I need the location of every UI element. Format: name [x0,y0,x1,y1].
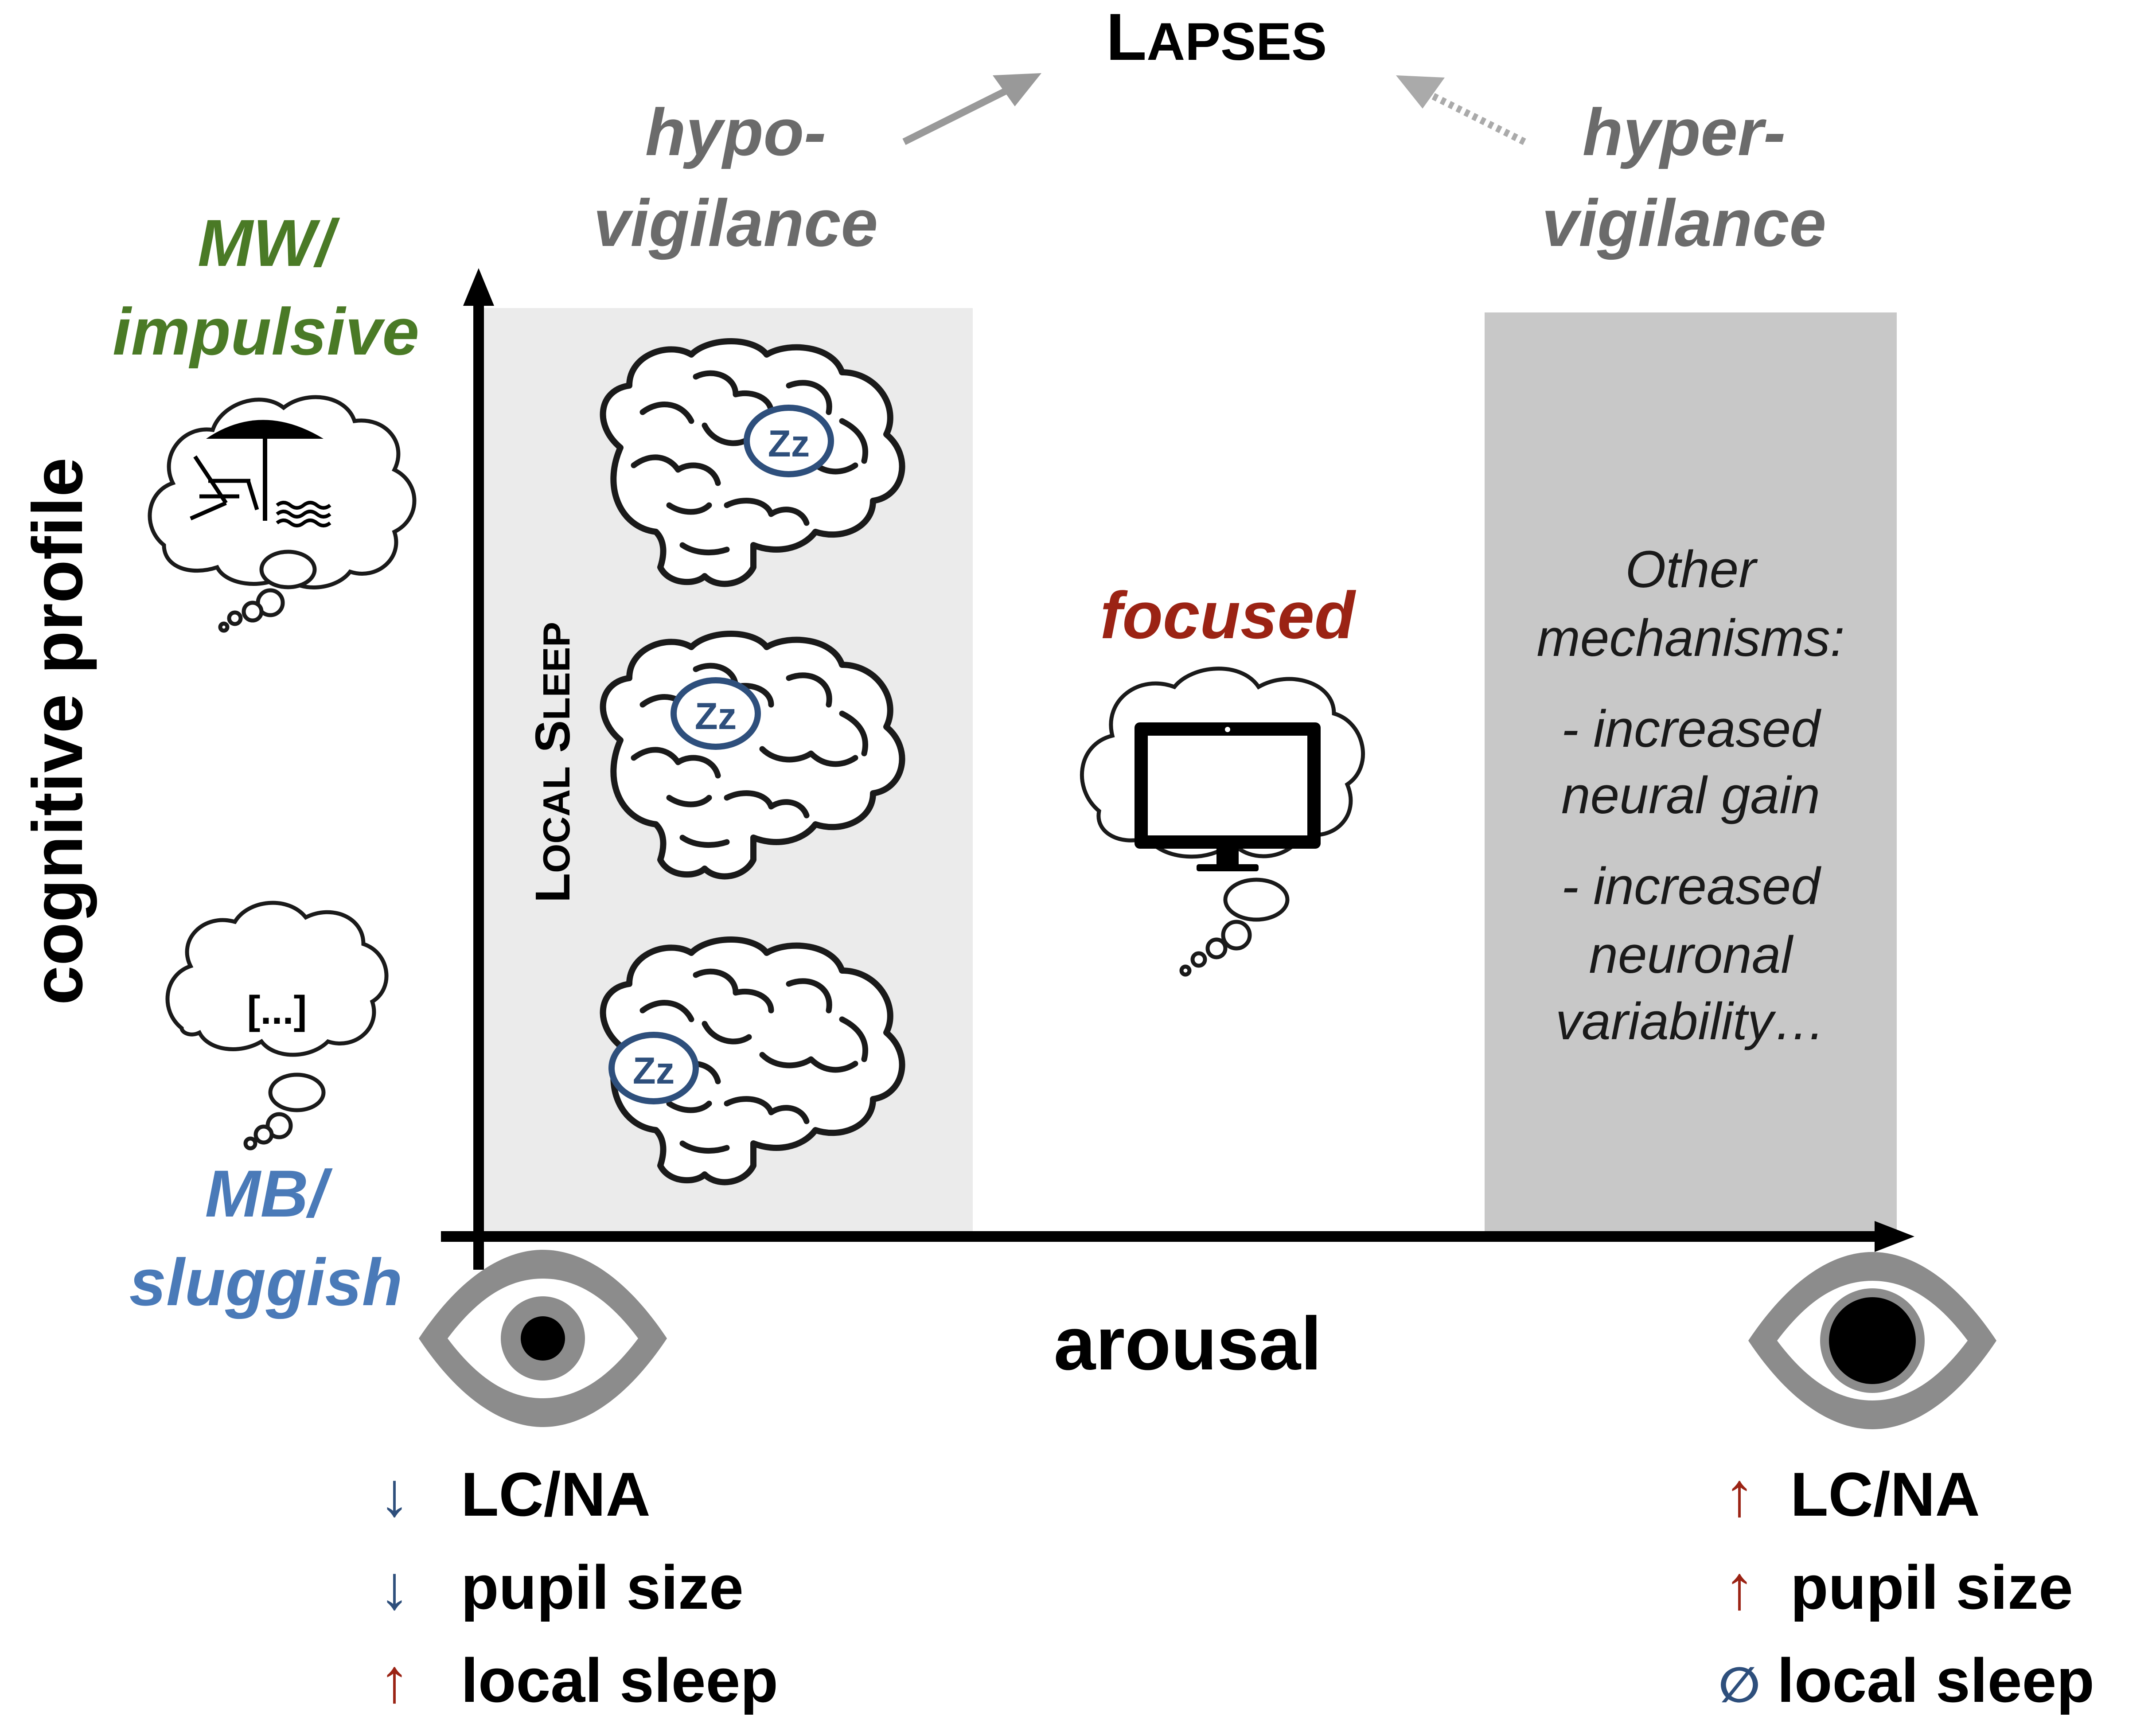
bottom-right-list: ↑ LC/NA ↑ pupil size ∅ local sleep [1719,1459,2094,1715]
beach-thought-cloud-icon [148,395,417,633]
eye-icon-large-pupil [1748,1252,1996,1429]
local-sleep-high: local sleep [461,1646,778,1715]
pupil-size-high: pupil size [1790,1552,2073,1622]
brain-icon-middle: Zz [603,634,902,876]
right-line-5: - increased [1561,857,1821,916]
other-mechanisms-text: Other mechanisms: - increased neural gai… [1536,540,1844,1051]
empty-thought-text: [...] [247,988,307,1033]
local-sleep-unchanged: local sleep [1777,1646,2094,1715]
hypo-label-2: vigilance [593,186,878,260]
right-line-1: Other [1625,540,1758,599]
empty-thought-cloud-icon [165,901,389,1151]
mb-label: MB/ [205,1156,333,1231]
hyper-label-2: vigilance [1542,186,1826,260]
down-arrow-icon: ↓ [379,1459,410,1529]
monitor-thought-cloud-icon [1080,667,1365,977]
null-icon: ∅ [1719,1658,1760,1712]
right-line-6: neuronal [1589,926,1793,984]
x-axis [441,1221,1914,1252]
beach-umbrella-icon [206,420,324,521]
right-line-4: neural gain [1561,766,1820,825]
mw-label: MW/ [198,206,340,280]
lc-na-high: LC/NA [1790,1459,1980,1529]
focused-label: focused [1100,578,1356,652]
title-lapses: LAPSES [1106,0,1327,74]
brain-icon-bottom: Zz [603,940,902,1182]
down-arrow-icon: ↓ [379,1552,410,1622]
hyper-vigilance-panel [1485,312,1897,1234]
y-axis [463,268,494,1270]
up-arrow-icon: ↑ [1724,1459,1755,1529]
local-sleep-label: LOCAL SLEEP [526,622,580,903]
monitor-icon [1135,722,1321,871]
brain-icon-top: Zz [603,341,902,584]
eye-icon-small-pupil [419,1250,667,1427]
x-axis-label: arousal [1054,1302,1322,1386]
hypo-arrow [902,73,1041,145]
up-arrow-icon: ↑ [1724,1552,1755,1622]
up-arrow-icon: ↑ [379,1646,410,1715]
y-axis-label: cognitive profile [18,457,97,1005]
pupil-size-low: pupil size [461,1552,744,1622]
zz-text-bottom: Zz [633,1050,674,1092]
bottom-left-list: ↓ LC/NA ↓ pupil size ↑ local sleep [379,1459,778,1715]
waves-icon [276,501,331,527]
hyper-arrow-dotted [1396,75,1526,145]
hypo-label: hypo- [645,95,826,169]
impulsive-label: impulsive [113,294,419,369]
right-line-7: variability… [1556,992,1826,1051]
zz-text-middle: Zz [695,695,737,737]
lc-na-low: LC/NA [461,1459,651,1529]
sluggish-label: sluggish [129,1245,403,1319]
right-line-3: - increased [1561,700,1821,758]
right-line-2: mechanisms: [1536,609,1844,667]
beach-chair-icon [190,455,259,521]
zz-text-top: Zz [768,423,810,465]
hyper-label: hyper- [1583,95,1786,169]
